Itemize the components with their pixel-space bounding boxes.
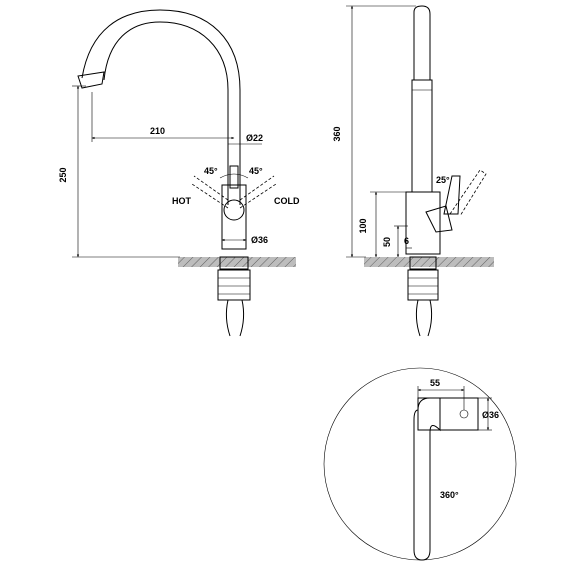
- lever-cold: [239, 175, 275, 201]
- side-spout: [413, 5, 431, 80]
- top-dim-body-dia: Ø36: [482, 410, 499, 420]
- front-dim-body-dia: Ø36: [251, 235, 268, 245]
- front-label-cold: COLD: [274, 196, 300, 206]
- top-rotation-circle: [323, 367, 517, 561]
- front-label-hot: HOT: [172, 196, 192, 206]
- top-view: 55 Ø36 360°: [323, 367, 517, 561]
- front-angle-right: 45°: [249, 166, 263, 176]
- front-dim-reach: 210: [150, 126, 165, 136]
- top-dim-offset: 55: [430, 378, 440, 388]
- spout-inner: [103, 21, 229, 205]
- top-rotation-label: 360°: [440, 490, 459, 500]
- top-spout: [413, 397, 441, 561]
- mount-shank: [217, 269, 251, 301]
- front-dim-spout-dia: Ø22: [246, 133, 263, 143]
- lever-hot-2: [191, 183, 229, 209]
- front-dim-height: 250: [58, 167, 68, 182]
- side-lever: [443, 175, 461, 215]
- side-cartridge: [425, 205, 453, 233]
- side-dim-handle-height: 100: [358, 218, 368, 233]
- lever-stem: [229, 165, 239, 189]
- countertop-hatch: [178, 257, 296, 267]
- valve-cap: [223, 199, 245, 221]
- top-valve-body: [417, 397, 479, 431]
- spout-tip: [77, 71, 105, 89]
- lever-cold-2: [239, 183, 277, 209]
- side-dim-height: 360: [332, 126, 342, 141]
- valve-body: [221, 184, 247, 250]
- hose-right: [239, 299, 245, 337]
- side-mount-shank: [407, 269, 439, 301]
- side-lever-dashed: [449, 169, 487, 217]
- side-view: 25° 360 100 50 6: [332, 5, 494, 337]
- side-valve-body: [405, 191, 441, 255]
- side-dim-base-height: 50: [382, 237, 392, 247]
- side-mount-nut: [409, 256, 437, 270]
- hose-left: [225, 299, 231, 337]
- front-angle-left: 45°: [204, 166, 218, 176]
- side-angle-lever: 25°: [436, 175, 450, 185]
- mount-nut: [219, 256, 249, 270]
- side-dim-gap: 6: [404, 236, 409, 246]
- spout-outer: [81, 9, 241, 205]
- top-lever-hole: [459, 409, 469, 419]
- lever-hot: [193, 175, 229, 201]
- side-tube: [411, 79, 433, 193]
- front-view: 210 Ø22 250 45° 45° HOT COLD Ø36: [58, 9, 300, 337]
